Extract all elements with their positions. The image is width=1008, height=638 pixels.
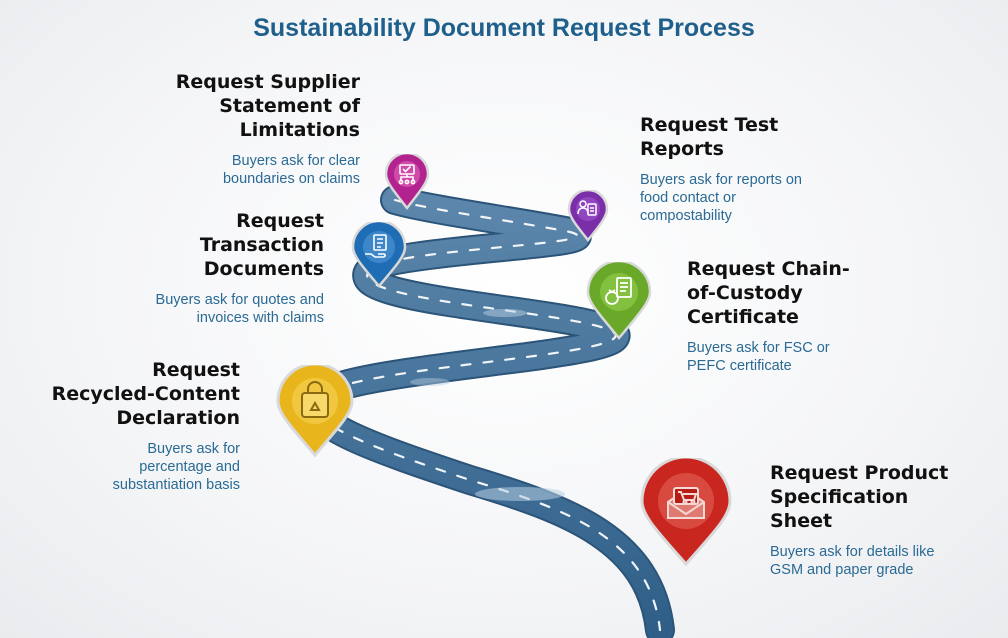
recycle-bag-icon (301, 381, 329, 418)
step-description: Buyers ask for clear boundaries on claim… (222, 153, 360, 187)
step-product-specification: Request Product Specification Sheet Buye… (770, 461, 970, 579)
person-document-icon (577, 200, 597, 216)
step-transaction-documents: Request Transaction Documents Buyers ask… (130, 209, 324, 327)
org-chart-checkmark-icon (398, 164, 416, 185)
pin-magenta (384, 154, 430, 210)
step-description: Buyers ask for FSC or PEFC certificate (687, 340, 830, 374)
step-supplier-statement: Request Supplier Statement of Limitation… (150, 70, 360, 188)
pin-purple (567, 190, 609, 242)
step-heading: Request Chain-of-Custody Certificate (687, 258, 850, 328)
pin-yellow (276, 365, 354, 457)
step-description: Buyers ask for percentage and substantia… (112, 441, 240, 493)
step-heading: Request Transaction Documents (199, 210, 324, 280)
cart-envelope-icon (667, 487, 705, 519)
hand-document-icon (365, 234, 387, 258)
step-description: Buyers ask for reports on food contact o… (640, 172, 802, 224)
step-test-reports: Request Test Reports Buyers ask for repo… (640, 113, 840, 225)
step-description: Buyers ask for details like GSM and pape… (770, 544, 935, 578)
pin-blue (351, 222, 407, 288)
step-heading: Request Supplier Statement of Limitation… (175, 71, 360, 141)
step-heading: Request Recycled-Content Declaration (51, 359, 240, 429)
pin-green (586, 262, 652, 340)
pin-red (640, 458, 732, 566)
step-description: Buyers ask for quotes and invoices with … (155, 292, 324, 326)
step-chain-of-custody: Request Chain-of-Custody Certificate Buy… (687, 257, 862, 375)
diagram-title: Sustainability Document Request Process (253, 14, 755, 42)
step-recycled-content: Request Recycled-Content Declaration Buy… (44, 358, 240, 494)
certificate-ring-icon (605, 277, 632, 305)
step-heading: Request Test Reports (640, 114, 779, 160)
step-heading: Request Product Specification Sheet (770, 462, 949, 532)
